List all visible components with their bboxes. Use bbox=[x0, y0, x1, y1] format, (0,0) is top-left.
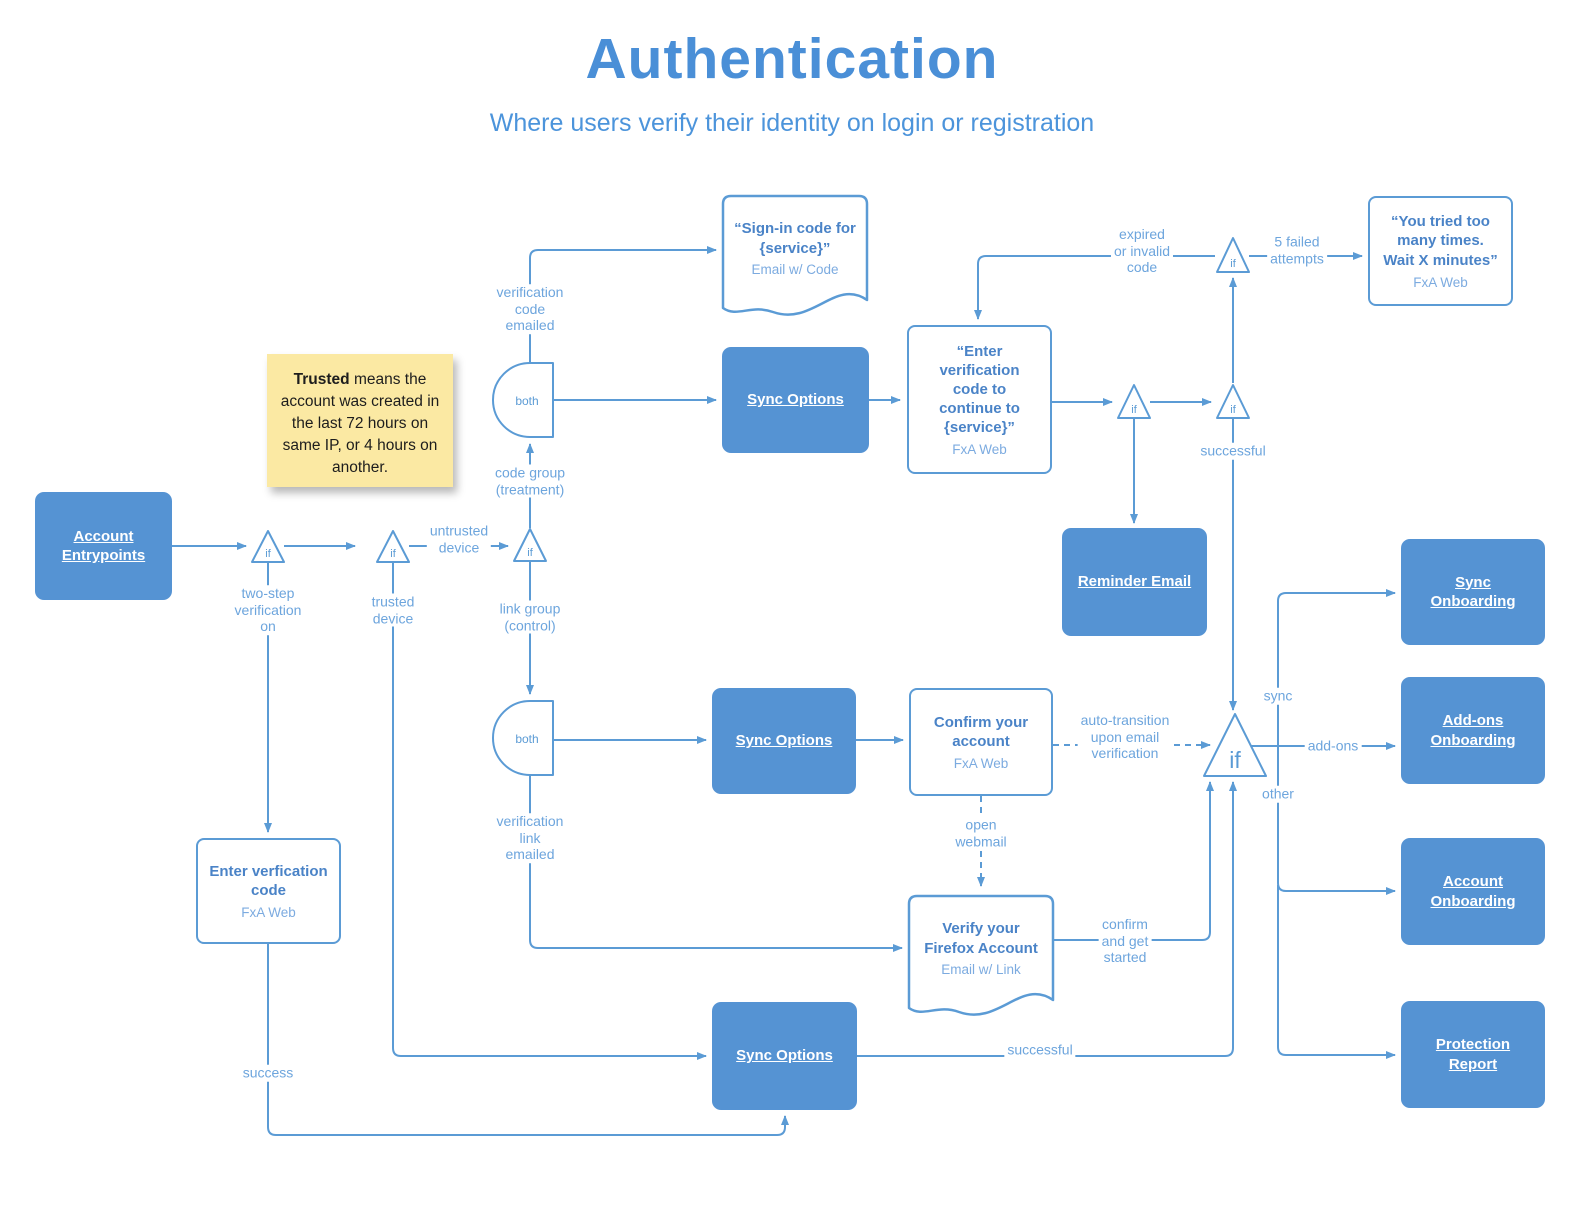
node-sync-options-3-label: Sync Options bbox=[736, 1047, 833, 1065]
edge-label-untrusted-device: untrusted device bbox=[426, 522, 492, 556]
verify-account-document-shape bbox=[907, 894, 1055, 1016]
node-account-entrypoints[interactable]: Account Entrypoints bbox=[35, 492, 172, 600]
if-triangle-3 bbox=[513, 528, 547, 562]
if-label-5: if bbox=[1230, 404, 1236, 416]
if-triangle-1 bbox=[251, 530, 285, 563]
if-triangle-2 bbox=[376, 530, 410, 563]
edge-label-two-step: two-step verification on bbox=[231, 585, 305, 635]
if-triangle-big bbox=[1203, 713, 1267, 777]
edge-label-success: success bbox=[239, 1064, 297, 1082]
edge-label-open-webmail: open webmail bbox=[952, 816, 1010, 850]
edge-label-trusted-device: trusted device bbox=[368, 593, 418, 627]
sticky-note-text: means the account was created in the las… bbox=[280, 371, 440, 476]
edge-sync3-to-bigif-successful bbox=[857, 781, 1237, 1057]
both-merge-shape-2 bbox=[492, 700, 554, 776]
node-enter-verfication-code-title: Enter verfication code bbox=[209, 862, 328, 899]
node-protection-report[interactable]: Protection Report bbox=[1401, 1001, 1545, 1108]
both-label-1: both bbox=[515, 394, 538, 408]
if-label-big: if bbox=[1229, 747, 1241, 773]
node-reminder-email[interactable]: Reminder Email bbox=[1062, 528, 1207, 636]
if-label-2: if bbox=[390, 548, 396, 560]
both-label-2: both bbox=[515, 732, 538, 746]
node-protection-report-label: Protection Report bbox=[1435, 1036, 1511, 1073]
if-label-4: if bbox=[1131, 404, 1137, 416]
node-addons-onboarding[interactable]: Add-ons Onboarding bbox=[1401, 677, 1545, 784]
node-you-tried-title: “You tried too many times. Wait X minute… bbox=[1383, 213, 1498, 269]
node-signin-code-doc-subtitle: Email w/ Code bbox=[751, 261, 839, 277]
node-sync-options-2[interactable]: Sync Options bbox=[712, 688, 856, 794]
node-signin-code-doc-title: “Sign-in code for {service}” bbox=[734, 220, 856, 257]
if-label-3: if bbox=[527, 547, 533, 559]
node-enter-verfication-code-subtitle: FxA Web bbox=[241, 905, 296, 921]
node-reminder-email-label: Reminder Email bbox=[1077, 573, 1192, 591]
both-merge-shape-1 bbox=[492, 362, 554, 438]
edge-enter-verfication-to-sync3-success bbox=[267, 944, 789, 1136]
node-enter-code-continue: “Enter verification code to continue to … bbox=[907, 325, 1052, 474]
edge-label-verification-code-emailed: verification code emailed bbox=[493, 284, 567, 334]
edge-label-verification-link-emailed: verification link emailed bbox=[493, 813, 567, 863]
edge-label-auto-transition: auto-transition upon email verification bbox=[1077, 712, 1173, 762]
node-confirm-account-subtitle: FxA Web bbox=[953, 756, 1009, 772]
node-you-tried-subtitle: FxA Web bbox=[1413, 274, 1468, 290]
node-enter-code-continue-subtitle: FxA Web bbox=[952, 442, 1007, 458]
if-triangle-4 bbox=[1117, 384, 1151, 419]
edge-label-confirm-get-started: confirm and get started bbox=[1098, 916, 1152, 966]
page-subtitle: Where users verify their identity on log… bbox=[489, 109, 1095, 137]
if-label-6: if bbox=[1230, 258, 1236, 270]
node-addons-onboarding-label: Add-ons Onboarding bbox=[1430, 712, 1516, 749]
node-account-onboarding-label: Account Onboarding bbox=[1430, 873, 1516, 910]
node-confirm-account: Confirm your account FxA Web bbox=[909, 688, 1053, 796]
if-triangle-5 bbox=[1216, 384, 1250, 419]
node-you-tried: “You tried too many times. Wait X minute… bbox=[1368, 196, 1513, 306]
edge-label-expired-invalid: expired or invalid code bbox=[1110, 226, 1174, 276]
node-sync-options-3[interactable]: Sync Options bbox=[712, 1002, 857, 1110]
node-sync-options-1[interactable]: Sync Options bbox=[722, 347, 869, 453]
node-sync-onboarding[interactable]: Sync Onboarding bbox=[1401, 539, 1545, 645]
edge-label-other: other bbox=[1259, 785, 1297, 803]
edge-label-add-ons: add-ons bbox=[1304, 737, 1362, 755]
page-title: Authentication bbox=[585, 27, 999, 91]
node-sync-options-2-label: Sync Options bbox=[735, 732, 833, 750]
node-verify-account-doc-title: Verify your Firefox Account bbox=[924, 920, 1038, 957]
node-sync-onboarding-label: Sync Onboarding bbox=[1430, 573, 1516, 611]
edge-branch-to-protection-report bbox=[1277, 885, 1396, 1059]
edge-label-successful-bottom: successful bbox=[1004, 1041, 1076, 1059]
if-label-1: if bbox=[265, 548, 271, 560]
sticky-note-bold-word: Trusted bbox=[293, 371, 350, 388]
node-signin-code-doc: “Sign-in code for {service}” Email w/ Co… bbox=[723, 202, 867, 294]
edge-if6-to-enter-continue-retry bbox=[974, 255, 1215, 320]
node-enter-code-continue-title: “Enter verification code to continue to … bbox=[939, 342, 1020, 437]
node-enter-verfication-code: Enter verfication code FxA Web bbox=[196, 838, 341, 944]
node-verify-account-doc-subtitle: Email w/ Link bbox=[941, 961, 1021, 977]
edge-both2-to-verify-doc bbox=[529, 775, 903, 952]
node-confirm-account-title: Confirm your account bbox=[933, 713, 1029, 750]
edge-label-code-group: code group (treatment) bbox=[491, 464, 569, 498]
edge-branch-to-sync-onboarding bbox=[1277, 589, 1396, 746]
edge-label-sync: sync bbox=[1260, 687, 1296, 705]
edge-if2-to-sync3-trusted bbox=[392, 562, 707, 1060]
edge-both1-to-signin-doc bbox=[529, 246, 717, 362]
node-sync-options-1-label: Sync Options bbox=[747, 391, 844, 409]
signin-code-document-shape bbox=[721, 194, 869, 316]
node-account-entrypoints-label: Account Entrypoints bbox=[61, 527, 146, 565]
node-verify-account-doc: Verify your Firefox Account Email w/ Lin… bbox=[909, 902, 1053, 994]
edge-label-five-failed: 5 failed attempts bbox=[1267, 233, 1327, 267]
node-account-onboarding[interactable]: Account Onboarding bbox=[1401, 838, 1545, 945]
edge-verify-to-bigif-confirm bbox=[1053, 781, 1214, 941]
if-triangle-6 bbox=[1216, 237, 1250, 273]
edge-label-link-group: link group (control) bbox=[496, 600, 564, 634]
sticky-note-trusted: Trusted means the account was created in… bbox=[267, 354, 453, 487]
edge-label-successful-top: successful bbox=[1197, 442, 1269, 460]
edge-branch-to-account-onboarding bbox=[1277, 746, 1396, 895]
